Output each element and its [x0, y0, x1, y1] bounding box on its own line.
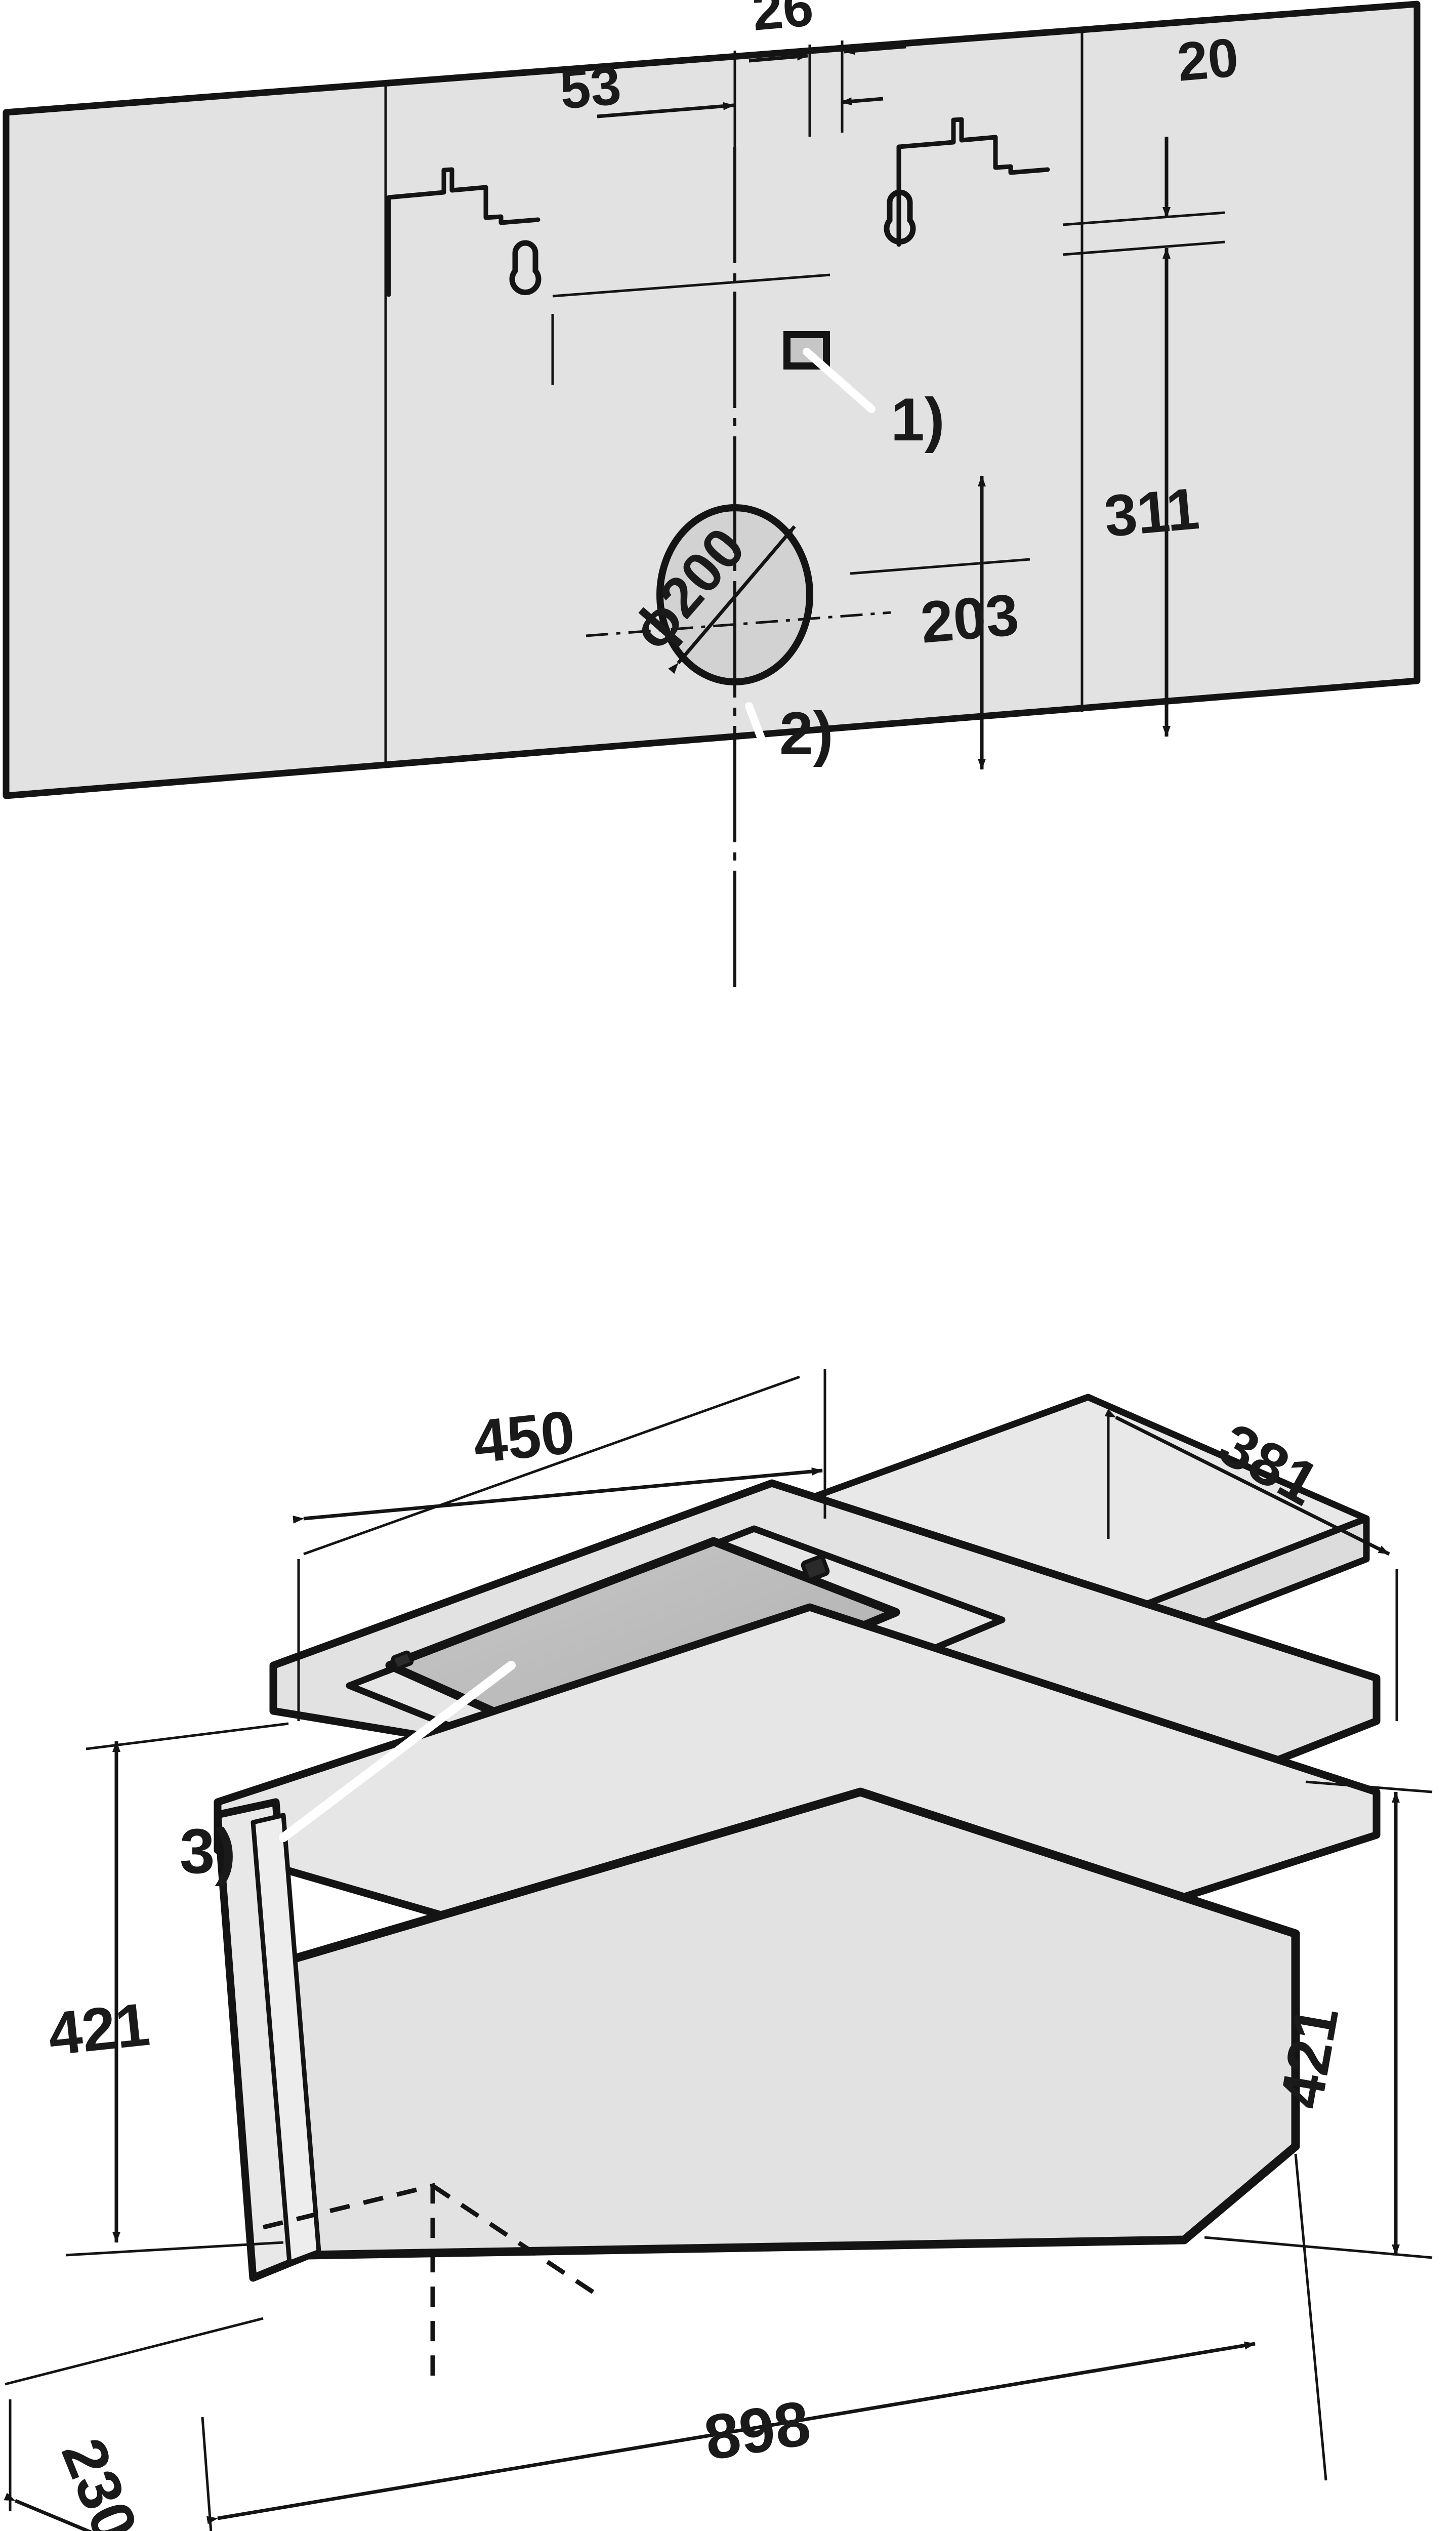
- dim-label-450: 450: [470, 1398, 578, 1476]
- dim-label-26: 26: [750, 0, 815, 42]
- dim-label-53: 53: [557, 54, 623, 120]
- keyhole-slot-right: [884, 189, 916, 245]
- dim-26-lower-arrows: [841, 97, 884, 106]
- dim-421-left: 421: [45, 1722, 289, 2257]
- dim-311: 311: [1062, 240, 1225, 737]
- diameter-arrow: [668, 525, 796, 674]
- wall-plate-body: [3, 1, 1421, 799]
- callout-3-label: 3): [180, 1816, 236, 1887]
- hood-view: 450 381 421 421: [4, 1369, 1433, 2531]
- mounting-bracket-left: [386, 167, 540, 297]
- hood-hidden-footprint: [262, 2183, 604, 2379]
- display-clip-left: [391, 1650, 414, 1670]
- dim-label-311: 311: [1102, 475, 1202, 549]
- wall-template-view: ϕ200 53 26 20: [3, 0, 1421, 995]
- dim-label-898: 898: [699, 2388, 815, 2474]
- callout-1-leader: [803, 348, 876, 413]
- hood-left-inner-strip: [251, 1813, 321, 2265]
- dim-898: 898: [201, 2153, 1327, 2531]
- callout-1-label: 1): [891, 386, 945, 454]
- callout-3-leader: [279, 1661, 516, 1842]
- dim-230: 230: [4, 2317, 264, 2531]
- dim-label-230: 230: [49, 2429, 151, 2531]
- dim-450: 450: [293, 1369, 826, 1721]
- dim-203: 203: [850, 475, 1030, 770]
- callout-2-leader: [745, 702, 885, 763]
- dim-label-20: 20: [1175, 26, 1240, 93]
- dim-label-421-left: 421: [45, 1990, 153, 2068]
- callout-2-label: 2): [779, 700, 834, 767]
- dim-53: 53: [557, 54, 734, 120]
- dim-26: 26: [748, 0, 906, 63]
- keyhole-slot-left: [509, 240, 542, 296]
- duct-centre-horizontal: [586, 611, 891, 637]
- extension-lines-upper: [551, 40, 844, 385]
- display-sensor-tab: [801, 1555, 830, 1582]
- dim-label-203: 203: [918, 582, 1021, 656]
- mounting-bracket-right: [896, 117, 1050, 247]
- dim-20: 20: [1062, 26, 1241, 226]
